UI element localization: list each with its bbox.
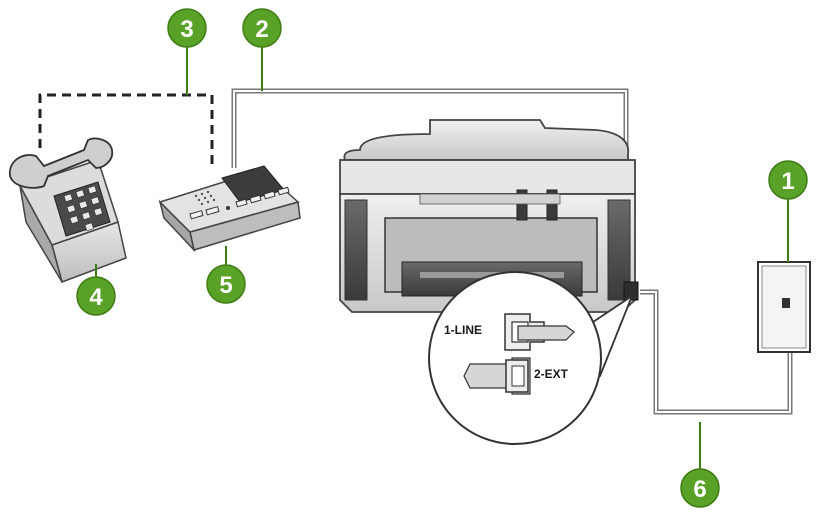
wall-jack-icon bbox=[757, 261, 811, 353]
ext-port bbox=[463, 357, 531, 395]
callout-3: 3 bbox=[167, 8, 207, 48]
magnifier-inset-icon: 1-LINE 2-EXT bbox=[428, 271, 633, 445]
cord-6 bbox=[640, 289, 793, 415]
callout-2: 2 bbox=[242, 8, 282, 48]
telephone-icon bbox=[9, 137, 127, 283]
line-port-label: 1-LINE bbox=[444, 323, 482, 337]
callout-leaders bbox=[95, 46, 789, 470]
ext-port-label: 2-EXT bbox=[534, 367, 569, 381]
callout-6: 6 bbox=[680, 468, 720, 508]
callout-1-label: 1 bbox=[781, 168, 794, 195]
dashed-cord bbox=[38, 93, 214, 168]
callout-4-label: 4 bbox=[89, 284, 103, 311]
callout-2-label: 2 bbox=[255, 16, 268, 43]
callout-6-label: 6 bbox=[693, 476, 706, 503]
callout-4: 4 bbox=[76, 276, 116, 316]
callout-1: 1 bbox=[768, 160, 808, 200]
line-port bbox=[504, 313, 575, 351]
callout-5: 5 bbox=[206, 264, 246, 304]
answering-machine-icon bbox=[158, 165, 301, 253]
callout-5-label: 5 bbox=[219, 272, 232, 299]
callout-3-label: 3 bbox=[180, 16, 193, 43]
